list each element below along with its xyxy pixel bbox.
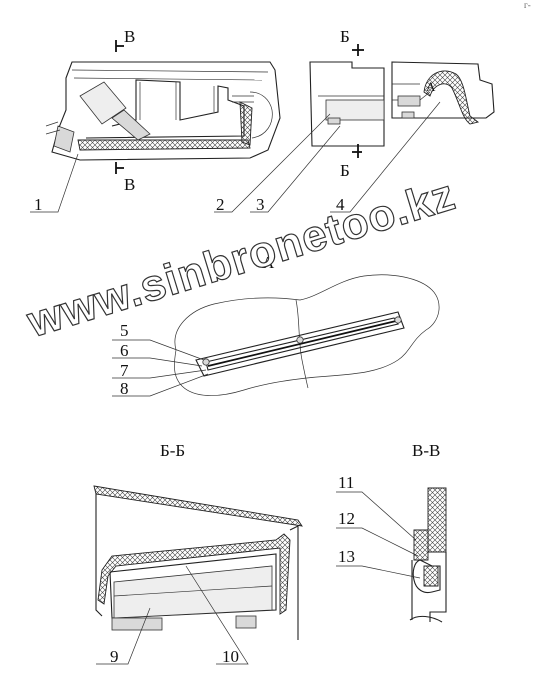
corner-mark: г- [524,0,531,10]
callout-8: 8 [120,379,129,398]
section-vv-title: В-В [412,441,441,460]
top-right-view [214,44,495,213]
callout-13: 13 [338,547,355,566]
callout-6: 6 [120,341,129,360]
callout-11: 11 [338,473,355,492]
callout-5: 5 [120,321,129,340]
callout-12: 12 [338,509,355,528]
cut-mark-v-bottom: В [124,175,136,194]
cut-mark-b-bottom: Б [340,161,350,180]
detail-a-view [112,274,440,397]
callout-2: 2 [216,195,225,214]
callout-10: 10 [222,647,239,666]
top-left-view [30,40,281,213]
callout-3: 3 [256,195,265,214]
cut-mark-a: A [426,79,436,94]
section-bb-title: Б-Б [160,441,186,460]
callout-7: 7 [120,361,129,380]
cut-mark-b-top: Б [340,27,350,46]
cut-mark-v-top: В [124,27,136,46]
callout-1: 1 [34,195,43,214]
section-bb-view [93,485,303,665]
callout-9: 9 [110,647,119,666]
detail-a-title: А [262,253,275,272]
section-vv-view [336,487,447,623]
callout-4: 4 [336,195,345,214]
